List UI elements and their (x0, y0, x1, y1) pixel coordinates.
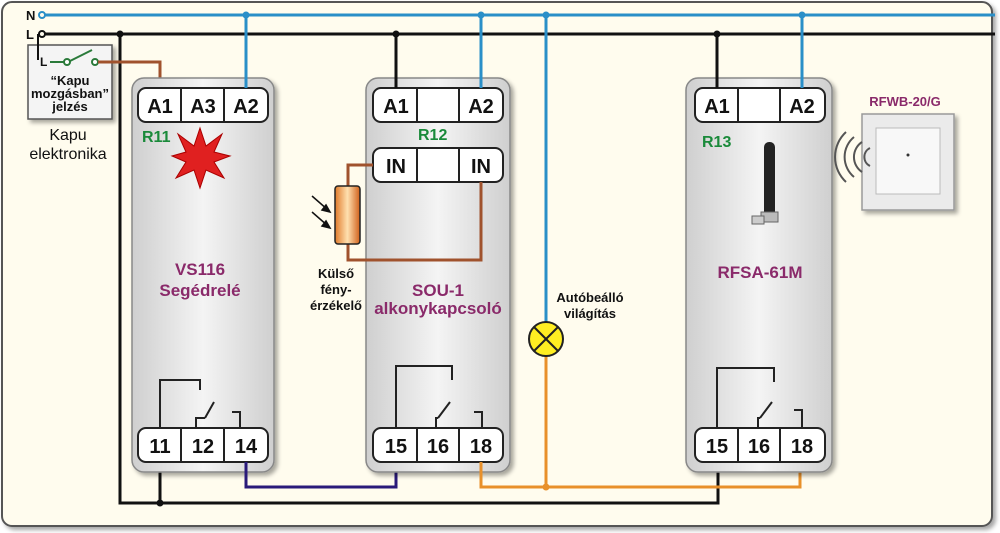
r12-name-2: alkonykapcsoló (374, 299, 502, 318)
r12-name-1: SOU-1 (412, 281, 464, 300)
light-arrows-icon (311, 195, 332, 230)
r11-burst-icon (170, 126, 232, 190)
r12-terminal-a2: A2 (468, 96, 494, 118)
gate-switch-box (27, 44, 113, 120)
r11-name-2: Segédrelé (159, 281, 240, 300)
l-rail-label: L (26, 27, 34, 42)
r11-terminal-14: 14 (235, 436, 258, 458)
r11-terminal-a2: A2 (233, 96, 259, 118)
r11-14-to-r12-15-wire (244, 462, 398, 489)
r12-terminal-in-1: IN (386, 156, 406, 178)
r13-contact-symbol (716, 367, 803, 428)
r12-18-to-r13-18-wire (479, 462, 802, 489)
junction-dot (392, 30, 400, 38)
r11-top-terminals: A1 A3 A2 (137, 87, 269, 123)
switch-lever (69, 49, 93, 62)
sensor-label-2: fény- (320, 282, 351, 297)
r12-bottom-terminals: 15 16 18 (372, 427, 504, 463)
lamp-label-1: Autóbeálló (556, 290, 623, 305)
l-return-wire (118, 34, 720, 505)
r12-terminal-18: 18 (470, 436, 492, 458)
r12-contact-symbol (395, 365, 483, 428)
switch-l-label: L (40, 55, 47, 69)
module-r11 (131, 77, 275, 473)
switch-contact (63, 58, 71, 66)
r13-terminal-18: 18 (791, 436, 813, 458)
radio-waves-icon (834, 131, 871, 183)
module-r13 (685, 77, 833, 473)
r12-terminal-16: 16 (427, 436, 449, 458)
r13-name-1: RFSA-61M (717, 263, 802, 282)
junction-dot (542, 483, 550, 491)
r11-name-1: VS116 (175, 260, 225, 279)
switch-caption-1: “Kapu (51, 73, 90, 88)
switch-under-2: elektronika (29, 146, 106, 163)
n-rail-label: N (26, 8, 35, 23)
junction-dot (116, 30, 124, 38)
r13-top-terminals: A1 A2 (694, 87, 826, 123)
r13-terminal-a1: A1 (704, 96, 730, 118)
switch-caption-3: jelzés (51, 99, 87, 114)
r12-terminal-15: 15 (385, 436, 407, 458)
r11-terminal-12: 12 (192, 436, 214, 458)
sensor-wire-top (346, 163, 373, 186)
junction-dot (477, 11, 485, 19)
r12-terminal-a1: A1 (383, 96, 409, 118)
sensor-wire-bottom (346, 182, 483, 262)
r12-top-terminals: A1 A2 (372, 87, 504, 123)
switch-under-1: Kapu (49, 127, 86, 144)
sensor-label-3: érzékelő (310, 298, 362, 313)
wall-switch-led (906, 153, 910, 157)
wall-switch-rocker (875, 127, 941, 195)
junction-dot (798, 11, 806, 19)
r13-tag: R13 (702, 134, 731, 151)
r12-terminal-in-2: IN (471, 156, 491, 178)
sensor-label-1: Külső (318, 266, 354, 281)
junction-dot (542, 11, 550, 19)
r11-terminal-11: 11 (149, 436, 170, 458)
r11-terminal-a1: A1 (147, 96, 173, 118)
r13-terminal-a2: A2 (789, 96, 815, 118)
antenna-icon (751, 142, 779, 225)
r11-bottom-terminals: 11 12 14 (137, 427, 269, 463)
switch-contact (91, 58, 99, 66)
lamp-icon (528, 321, 564, 357)
r12-tag: R12 (418, 127, 447, 144)
r11-terminal-a3: A3 (190, 96, 216, 118)
r13-terminal-16: 16 (748, 436, 770, 458)
junction-dot (713, 30, 721, 38)
r11-tag: R11 (142, 129, 171, 146)
lamp-label-2: világítás (564, 306, 616, 321)
junction-dot (242, 11, 250, 19)
light-sensor (334, 185, 361, 245)
r11-contact-symbol (159, 379, 241, 428)
switch-caption-2: mozgásban” (31, 86, 109, 101)
r13-terminal-15: 15 (706, 436, 728, 458)
wall-switch-label: RFWB-20/G (869, 94, 941, 109)
r13-bottom-terminals: 15 16 18 (694, 427, 826, 463)
r12-input-terminals: IN IN (372, 147, 504, 183)
